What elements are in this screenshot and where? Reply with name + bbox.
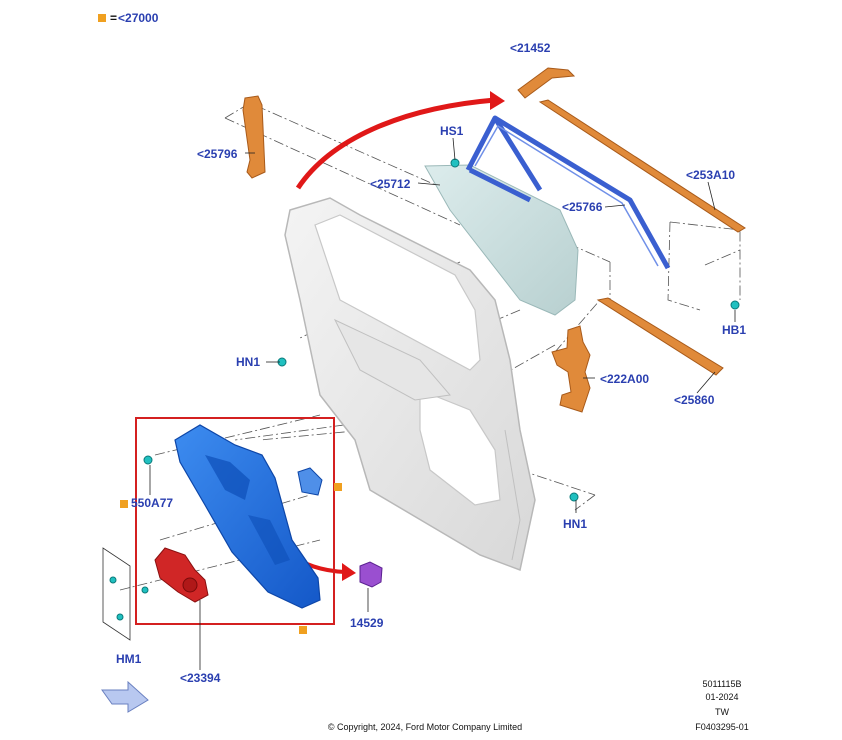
callout-hn1-left: HN1 xyxy=(236,355,261,369)
window-motor xyxy=(154,547,209,603)
hm1-panel xyxy=(102,547,131,641)
ref-code-1: 5011115B xyxy=(702,679,742,689)
callout-25796: <25796 xyxy=(197,147,238,161)
ref-code-4: F0403295-01 xyxy=(695,722,749,732)
callout-21452: <21452 xyxy=(510,41,551,55)
glass-run-channel xyxy=(465,115,671,270)
legend-equals: = xyxy=(110,11,118,25)
regulator-highlight-box xyxy=(135,417,335,625)
door-glass xyxy=(424,164,579,316)
callout-hb1: HB1 xyxy=(722,323,747,337)
ref-code-3: TW xyxy=(715,707,729,717)
callout-23394: <23394 xyxy=(180,671,221,685)
connector-14529 xyxy=(359,561,383,588)
callout-222a00: <222A00 xyxy=(600,372,650,386)
legend-code: <27000 xyxy=(118,11,159,25)
callout-25766: <25766 xyxy=(562,200,603,214)
callout-hs1: HS1 xyxy=(440,124,464,138)
callout-550a77: 550A77 xyxy=(131,496,174,510)
legend: =<27000 xyxy=(98,11,158,25)
callout-253a10: <253A10 xyxy=(686,168,736,182)
leader-lines xyxy=(149,137,736,670)
legend-square-icon xyxy=(98,14,106,22)
legend-markers xyxy=(120,483,342,634)
callout-hm1: HM1 xyxy=(116,652,142,666)
callout-14529: 14529 xyxy=(350,616,384,630)
callout-25712: <25712 xyxy=(370,177,411,191)
door-inner-panel xyxy=(284,197,536,572)
copyright-text: © Copyright, 2024, Ford Motor Company Li… xyxy=(327,722,523,732)
orange-trim-parts xyxy=(242,67,746,413)
clips xyxy=(109,158,740,621)
front-direction-arrow-icon xyxy=(101,680,149,713)
callout-hn1-right: HN1 xyxy=(563,517,588,531)
ref-code-2: 01-2024 xyxy=(705,692,739,702)
callout-25860: <25860 xyxy=(674,393,715,407)
window-regulator xyxy=(174,424,323,609)
